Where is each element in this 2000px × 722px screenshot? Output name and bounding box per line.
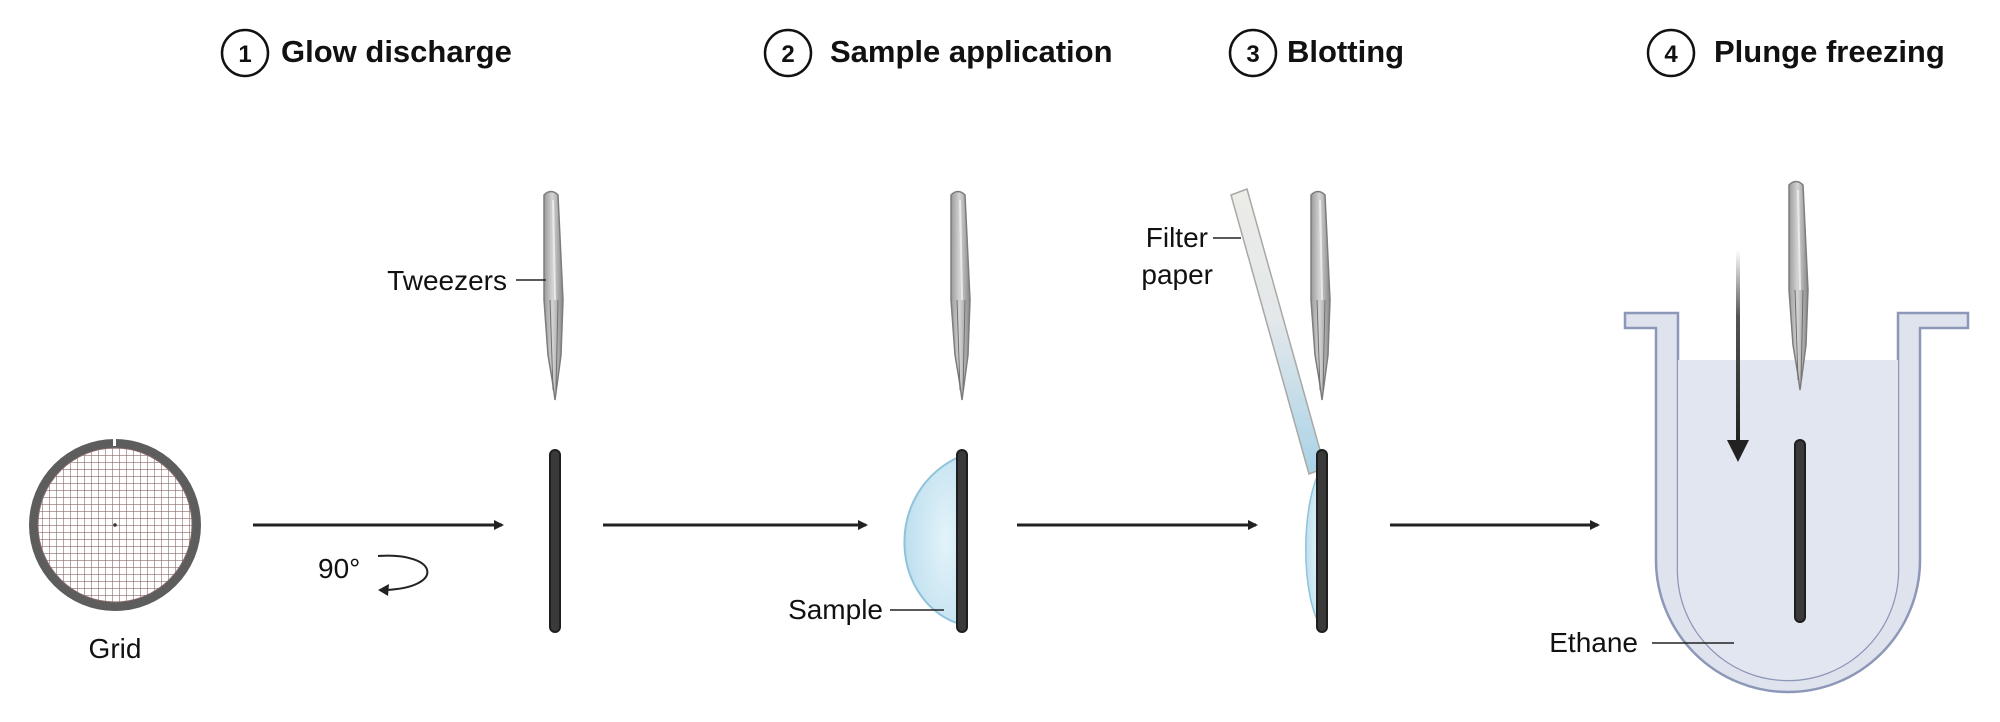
sample-droplet: [903, 453, 964, 627]
grid-edge-view: [1316, 449, 1328, 633]
rotation-arrow-icon: [377, 554, 429, 596]
step-title: Plunge freezing: [1714, 34, 1945, 69]
ethane-label: Ethane: [1549, 627, 1638, 658]
step-3-header: 3 Blotting: [1228, 28, 1404, 78]
grid-edge-view: [549, 449, 561, 633]
step-4-header: 4 Plunge freezing: [1646, 28, 1945, 78]
step-number: 3: [1246, 41, 1259, 68]
filter-paper-label-line1: Filter: [1146, 222, 1208, 253]
step-2-header: 2 Sample application: [763, 28, 1113, 78]
grid-edge-view: [1794, 439, 1806, 623]
step-title: Sample application: [830, 34, 1113, 69]
grid-orientation-mark: [113, 438, 116, 446]
step-title: Glow discharge: [281, 34, 512, 69]
sample-label: Sample: [788, 594, 883, 625]
tweezers-illustration: [1788, 180, 1809, 391]
step-number-circle: [1646, 28, 1696, 78]
liquid-ethane: [1678, 360, 1898, 680]
tweezers-illustration: [1310, 190, 1331, 401]
tweezers-label: Tweezers: [387, 265, 507, 296]
tweezers-illustration: [950, 190, 971, 401]
em-grid-illustration: [29, 438, 201, 611]
tweezers-illustration: [543, 190, 564, 401]
grid-label: Grid: [89, 633, 142, 664]
plunge-arrow: [1727, 250, 1749, 462]
filter-paper-label-line2: paper: [1141, 259, 1213, 290]
step-1-header: 1 Glow discharge: [220, 28, 512, 78]
step-number-circle: [220, 28, 270, 78]
step-title: Blotting: [1287, 34, 1404, 69]
rotation-label: 90°: [318, 553, 360, 584]
grid-edge-view: [956, 449, 968, 633]
step-number: 4: [1664, 41, 1678, 68]
step-number: 2: [781, 41, 794, 68]
step-number: 1: [238, 41, 251, 68]
step-number-circle: [1228, 28, 1278, 78]
step-number-circle: [763, 28, 813, 78]
